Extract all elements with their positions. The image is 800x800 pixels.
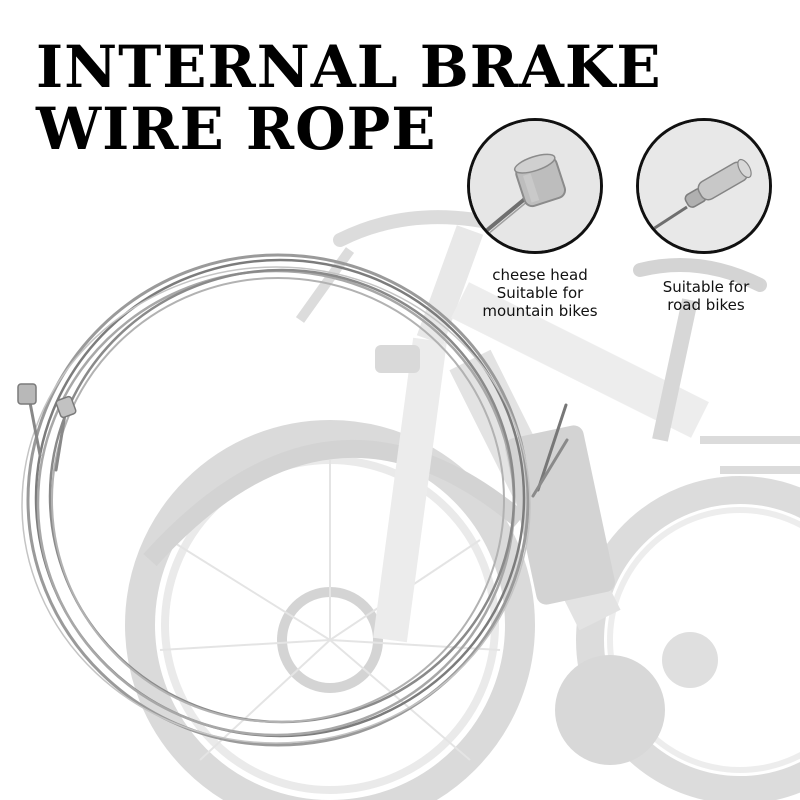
bicycle-background bbox=[125, 210, 800, 800]
title-line-1: INTERNAL BRAKE bbox=[36, 33, 662, 101]
caption-line: mountain bikes bbox=[482, 302, 598, 320]
page-title: INTERNAL BRAKE WIRE ROPE bbox=[36, 36, 662, 160]
caption-line: road bikes bbox=[667, 296, 745, 314]
coiled-brake-cable bbox=[17, 253, 569, 747]
road-bike-caption: Suitable for road bikes bbox=[636, 278, 776, 314]
pear-head-detail bbox=[636, 118, 772, 254]
pear-head-cable-end-icon bbox=[639, 121, 769, 251]
caption-line: Suitable for bbox=[662, 278, 750, 296]
cheese-head-caption: cheese head Suitable for mountain bikes bbox=[460, 266, 620, 320]
title-line-2: WIRE ROPE bbox=[36, 95, 437, 163]
caption-line: cheese head bbox=[492, 266, 588, 284]
cheese-head-cable-end-icon bbox=[470, 121, 600, 251]
cheese-head-detail bbox=[467, 118, 603, 254]
caption-line: Suitable for bbox=[496, 284, 584, 302]
